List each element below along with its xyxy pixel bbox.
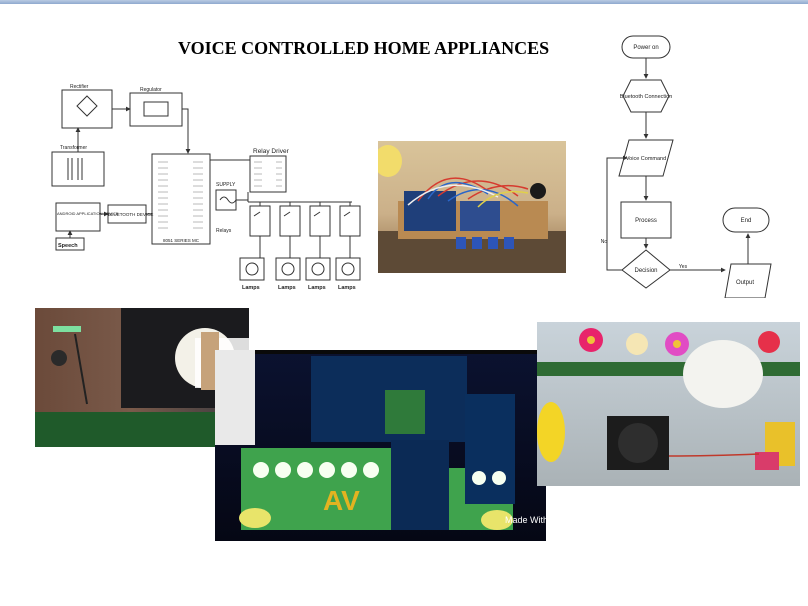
house-model-photo: AV Made With VivaVideo <box>215 350 546 541</box>
lamp-icon-3 <box>305 257 331 281</box>
supply-source <box>215 189 237 211</box>
end-node <box>722 207 770 233</box>
output-node <box>724 263 772 298</box>
relay-3 <box>309 202 331 258</box>
ac-source-icon <box>219 196 237 204</box>
android-device-block <box>55 202 101 232</box>
bridge-rectifier-icon <box>76 95 98 117</box>
relay-driver-label: Relay Driver <box>253 148 290 155</box>
lamp-label-1: Lamps <box>242 285 260 291</box>
mcu-label: 8051 SERIES MC <box>163 238 200 243</box>
circuit-board-photo <box>378 141 566 273</box>
bulb-fan-photo <box>537 322 800 486</box>
slide-title: VOICE CONTROLLED HOME APPLIANCES <box>178 38 550 58</box>
lamp-label-3: Lamps <box>308 285 326 291</box>
bluetooth-connection-node <box>622 79 670 113</box>
voice-command-node <box>618 139 674 177</box>
lamp-label-4: Lamps <box>338 285 356 291</box>
vivavideo-watermark: Made With VivaVideo <box>505 515 546 525</box>
flowchart: Power on Bluetooth Connection Voice Comm… <box>601 35 772 298</box>
output-label: Output <box>736 280 754 286</box>
lamp-icon-4 <box>335 257 361 281</box>
model-sign-text: AV <box>323 485 360 516</box>
regulator-block <box>129 92 183 127</box>
relay-1 <box>249 202 271 258</box>
lamp-icon-2 <box>275 257 301 281</box>
transformer-label: Transformer <box>60 145 87 151</box>
yes-label: Yes <box>679 264 688 270</box>
slide-top-bar <box>0 0 808 4</box>
supply-label: SUPPLY <box>216 182 236 188</box>
regulator-label: Regulator <box>140 87 162 93</box>
lamp-icon-1 <box>239 257 265 281</box>
bluetooth-connection-label: Bluetooth Connection <box>620 94 673 100</box>
relay-4 <box>339 202 361 258</box>
decision-node <box>621 249 671 289</box>
android-device-label: ANDROID APPLICATION DEVICE <box>57 211 119 216</box>
process-node <box>620 201 672 239</box>
voice-command-label: Voice Command <box>626 156 666 162</box>
fan-model-photo <box>35 308 249 447</box>
mcu-block <box>151 153 211 245</box>
power-on-label: Power on <box>633 45 658 51</box>
lamp-label-2: Lamps <box>278 285 296 291</box>
speech-label: Speech <box>58 243 78 249</box>
relays-label: Relays <box>216 228 232 234</box>
end-label: End <box>741 218 752 224</box>
rectifier-label: Rectifier <box>70 84 89 90</box>
process-label: Process <box>635 218 657 224</box>
no-label: No <box>601 239 608 245</box>
relay-2 <box>279 202 301 258</box>
bluetooth-device-label: BLUETOOTH DEVICE <box>108 212 153 217</box>
decision-label: Decision <box>634 268 657 274</box>
block-diagram: Rectifier Regulator Transformer BLUETOOT… <box>51 84 361 291</box>
